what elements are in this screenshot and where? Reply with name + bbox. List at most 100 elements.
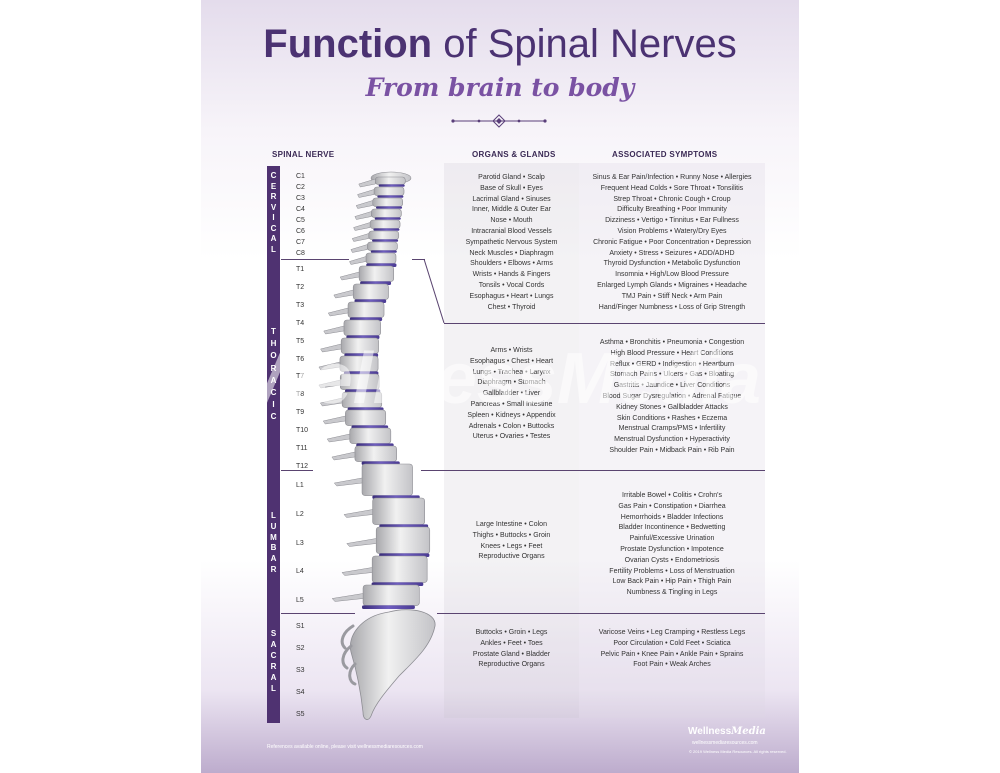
text-line: Esophagus • Chest • Heart bbox=[469, 357, 554, 365]
text-line: Shoulders • Elbows • Arms bbox=[470, 260, 553, 268]
watermark: WellnessMedia bbox=[246, 339, 761, 419]
nerve-label-l5: L5 bbox=[296, 597, 304, 605]
symptoms-cervical: Sinus & Ear Pain/Infection • Runny Nose … bbox=[579, 173, 765, 313]
vertebra-body bbox=[352, 283, 389, 300]
organs-column-background bbox=[444, 163, 579, 718]
intervertebral-disc bbox=[370, 250, 397, 253]
spinous-process bbox=[318, 379, 341, 389]
text-line: Intracranial Blood Vessels bbox=[471, 227, 552, 235]
nerve-label-s2: S2 bbox=[296, 645, 305, 652]
nerve-label-c1: C1 bbox=[296, 173, 305, 180]
text-line: TMJ Pain • Stiff Neck • Arm Pain bbox=[621, 292, 723, 300]
nerve-label-t6: T6 bbox=[296, 355, 305, 363]
vertebra-body bbox=[369, 219, 401, 229]
text-line: Buttocks • Groin • Legs bbox=[475, 629, 548, 636]
spinous-process bbox=[358, 178, 376, 188]
nerve-label-l3: L3 bbox=[296, 539, 304, 547]
nerve-label-s1: S1 bbox=[296, 623, 305, 630]
nerve-label-l4: L4 bbox=[296, 568, 304, 576]
text-line: Reproductive Organs bbox=[478, 553, 545, 561]
text-line: Varicose Veins • Leg Cramping • Restless… bbox=[598, 629, 746, 636]
spinous-process bbox=[351, 233, 369, 242]
column-header-symptoms: ASSOCIATED SYMPTOMS bbox=[612, 150, 718, 159]
spine-illustration bbox=[318, 171, 436, 720]
text-line: Gallbladder • Liver bbox=[482, 390, 541, 398]
intervertebral-disc bbox=[372, 239, 399, 242]
text-line: Blood Sugar Dysregulation • Adrenal Fati… bbox=[602, 392, 742, 400]
vertebra-body bbox=[343, 319, 381, 336]
text-line: Diaphragm • Stomach bbox=[477, 379, 546, 387]
text-line: Chest • Thyroid bbox=[487, 303, 536, 311]
spinous-process bbox=[354, 211, 372, 220]
vertebra-body bbox=[368, 230, 400, 240]
text-line: Vision Problems • Watery/Dry Eyes bbox=[617, 227, 727, 235]
poster-subtitle: From brain to body bbox=[365, 73, 635, 102]
nerve-label-t2: T2 bbox=[296, 283, 305, 291]
nerve-label-s5: S5 bbox=[296, 711, 305, 718]
symptoms-thoracic: Asthma • Bronchitis • Pneumonia • Conges… bbox=[579, 338, 765, 457]
separator-lumbar-left bbox=[281, 613, 355, 614]
text-line: Painful/Excessive Urination bbox=[629, 535, 715, 543]
nerve-label-t9: T9 bbox=[296, 409, 305, 417]
logo-main: Wellness bbox=[688, 726, 732, 737]
text-line: High Blood Pressure • Heart Conditions bbox=[610, 349, 734, 357]
nerve-label-s3: S3 bbox=[296, 667, 305, 674]
text-line: Shoulder Pain • Midback Pain • Rib Pain bbox=[609, 446, 735, 454]
text-line: Adrenals • Colon • Buttocks bbox=[468, 422, 555, 430]
text-line: Irritable Bowel • Colitis • Crohn's bbox=[622, 492, 722, 499]
sacrum-spurs bbox=[340, 624, 357, 686]
text-line: Inner, Middle & Outer Ear bbox=[472, 206, 551, 214]
references-note: References available online, please visi… bbox=[267, 744, 423, 750]
vertebra-body bbox=[372, 497, 425, 525]
text-line: Skin Conditions • Rashes • Eczema bbox=[616, 414, 728, 422]
nerve-label-t5: T5 bbox=[296, 337, 305, 345]
text-line: Gastritis • Jaundice • Liver Conditions bbox=[613, 382, 731, 390]
text-line: Pancreas • Small Intestine bbox=[470, 400, 553, 408]
spinous-process bbox=[320, 343, 342, 353]
spinous-process bbox=[319, 397, 343, 407]
text-line: Strep Throat • Chronic Cough • Croup bbox=[613, 195, 731, 203]
text-line: Arms • Wrists bbox=[490, 347, 533, 354]
nerve-label-t3: T3 bbox=[296, 301, 305, 309]
spinous-process bbox=[353, 222, 371, 231]
vertebra-body bbox=[371, 208, 402, 218]
symptoms-sacral: Varicose Veins • Leg Cramping • Restless… bbox=[579, 628, 765, 671]
separator-thoracic-left bbox=[281, 470, 313, 471]
nerve-label-t11: T11 bbox=[296, 445, 308, 452]
column-header-spinal-nerve: SPINAL NERVE bbox=[272, 150, 335, 159]
sacrum-bone bbox=[349, 609, 436, 720]
spinous-process bbox=[323, 325, 345, 335]
nerve-label-c2: C2 bbox=[296, 184, 305, 191]
intervertebral-disc bbox=[373, 228, 400, 231]
text-line: Fertility Problems • Loss of Menstruatio… bbox=[609, 567, 735, 575]
spinous-process bbox=[326, 433, 351, 443]
vertebra-body bbox=[372, 197, 403, 207]
text-line: Thyroid Dysfunction • Metabolic Dysfunct… bbox=[603, 260, 741, 268]
vertebra-body bbox=[361, 463, 413, 496]
spinous-process bbox=[341, 567, 373, 576]
title-bold: Function bbox=[263, 22, 433, 66]
text-line: Reproductive Organs bbox=[478, 661, 545, 669]
text-line: Nose • Mouth bbox=[490, 217, 533, 225]
text-line: Base of Skull • Eyes bbox=[480, 184, 543, 192]
logo-url: wellnessmediaresources.com bbox=[692, 740, 758, 746]
text-line: Stomach Pains • Ulcers • Gas • Bloating bbox=[609, 371, 735, 379]
intervertebral-disc bbox=[377, 195, 404, 198]
text-line: Spleen • Kidneys • Appendix bbox=[467, 411, 556, 419]
brand-logo: WellnessMedia bbox=[688, 726, 766, 737]
text-line: Bladder Incontinence • Bedwetting bbox=[618, 524, 726, 532]
text-line: Foot Pain • Weak Arches bbox=[633, 661, 711, 669]
nerve-label-c5: C5 bbox=[296, 217, 305, 224]
text-line: Ankles • Feet • Toes bbox=[480, 639, 543, 647]
nerve-label-c4: C4 bbox=[296, 206, 305, 213]
spinous-process bbox=[343, 509, 373, 518]
separator-thoracic-right bbox=[421, 470, 765, 471]
